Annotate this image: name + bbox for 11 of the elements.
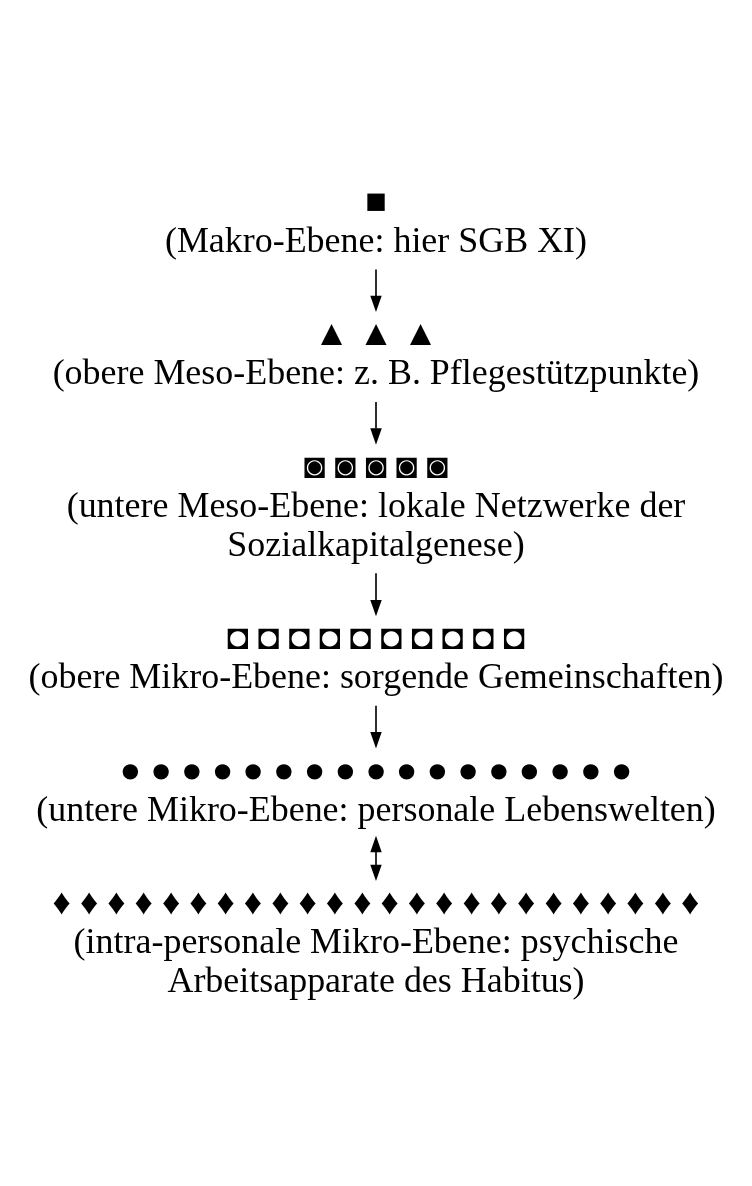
node-text: ● ● ● ● ● ● ● ● ● ● ● ● ● ● ● ● ● (untere Mikro-Ebene: personale Lebenswelten): [36, 749, 716, 829]
node-text: ◙ ◙ ◙ ◙ ◙ (untere Meso-Ebene: lokale Netzwerke der Sozialkapitalgenese): [66, 445, 686, 564]
node-text: ◘ ◘ ◘ ◘ ◘ ◘ ◘ ◘ ◘ ◘ (obere Mikro-Ebene: sorgende Gemeinschaften): [28, 616, 724, 696]
arrow: [370, 704, 382, 748]
arrow: [370, 835, 382, 881]
node-text: ▲ ▲ ▲ (obere Meso-Ebene: z. B. Pflegestützpunkte): [52, 312, 700, 392]
node-text: ♦ ♦ ♦ ♦ ♦ ♦ ♦ ♦ ♦ ♦ ♦ ♦ ♦ ♦ ♦ ♦ ♦ ♦ ♦ ♦ ♦ ♦ ♦ ♦ (intra-personale Mikro-Ebene: psychische Arbeitsapparate des Habitus): [52, 881, 700, 1000]
arrow: [370, 400, 382, 445]
node-text: ■ (Makro-Ebene: hier SGB XI): [164, 180, 588, 260]
arrow: [370, 268, 382, 312]
arrow: [370, 571, 382, 616]
